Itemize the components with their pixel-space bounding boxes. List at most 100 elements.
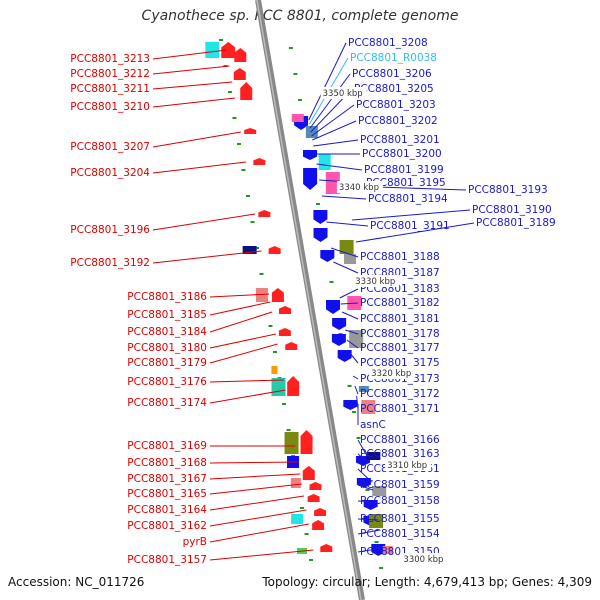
gene-label-right: PCC8801_3172 [360,388,440,400]
gene-block [339,240,354,254]
leader-line [339,288,359,299]
label-leaders [152,42,475,561]
gene-block [318,154,331,170]
backbone-line [255,0,365,600]
leader-line [357,547,384,553]
gene-label-right: PCC8801_3203 [356,99,436,111]
leader-line [357,484,374,491]
leader-line [357,500,376,503]
forward-gene [271,288,284,302]
leader-line [209,461,299,464]
leader-line [357,529,380,535]
kbp-bg [320,87,367,99]
kbp-label: 3310 kbp [387,461,427,471]
gene-label-right: PCC8801_3189 [476,217,556,229]
gene-label-right: PCC8801_3202 [358,115,438,127]
gene-label-left: PCC8801_3167 [127,473,207,485]
reverse-gene [313,210,328,224]
leader-line [209,293,269,298]
gene-label-left: PCC8801_3186 [127,291,207,303]
gene-label-left: PCC8801_3157 [127,554,207,566]
forward-gene [278,328,291,336]
gene-label-right: PCC8801_3158 [360,495,440,507]
gene-label-left: PCC8801_3176 [127,376,207,388]
leader-line [152,161,247,174]
gene-label-right: asnC [360,419,386,431]
reverse-gene [303,150,317,160]
reverse-gene [331,334,346,346]
leader-line [357,468,372,483]
gene-label-right: PCC8801_3195 [366,177,446,189]
gene-label-right: PCC8801_3178 [360,328,440,340]
gene-label-right: PCC8801_3159 [360,479,440,491]
forward-gene [234,48,247,62]
reverse-gene [337,350,352,362]
gene-label-right: PCC8801_3200 [362,148,442,160]
kbp-label: 3340 kbp [339,183,379,193]
kbp-label: 3320 kbp [371,369,411,379]
gene-label-right: PCC8801_3182 [360,297,440,309]
reverse-gene [363,500,378,510]
leader-line [333,261,359,274]
kbp-bg [385,459,432,471]
reverse-gene [343,400,358,410]
kbp-bg [369,367,416,379]
leader-line [321,195,367,200]
gene-block [255,288,268,302]
reverse-gene [313,228,328,242]
gene-label-right: PCC8801_3177 [360,342,440,354]
gene-block [366,452,381,460]
gene-block [290,478,301,488]
leader-line [152,81,233,90]
gene-block [382,546,393,554]
leader-line [352,209,471,221]
gene-label-left: PCC8801_3196 [70,224,150,236]
leader-line [209,343,278,364]
gene-label-left: PCC8801_3179 [127,357,207,369]
gene-labels: PCC8801_3213PCC8801_3212PCC8801_3211PCC8… [70,37,555,566]
leader-line [312,120,357,141]
leader-line [209,549,314,561]
gene-label-left: PCC8801_3180 [127,342,207,354]
forward-gene [268,246,281,254]
leader-line [326,221,369,227]
genome-title: Cyanothece sp. PCC 8801, complete genome [141,8,459,24]
leader-line [152,65,230,75]
kbp-label: 3330 kbp [355,277,395,287]
leader-line [340,302,359,305]
gene-label-right: PCC8801_3155 [360,513,440,525]
forward-gene [309,482,322,490]
gene-label-right: PCC8801_3163 [360,448,440,460]
leader-line [209,301,271,316]
leader-line [152,97,236,108]
leader-line [209,333,276,349]
forward-gene [300,430,313,454]
forward-gene [244,128,257,134]
gene-label-right: PCC8801_3171 [360,403,440,415]
leader-line [352,375,359,380]
gene-label-left: PCC8801_3165 [127,488,207,500]
forward-gene [253,158,266,165]
forward-gene [240,82,253,100]
gene-label-left: PCC8801_3192 [70,257,150,269]
gene-block [305,126,318,138]
gene-block [361,400,376,414]
gene-label-right: PCC8801_3154 [360,528,440,540]
leader-line [330,247,359,258]
leader-line [209,473,301,480]
gene-label-left: PCC8801_3164 [127,504,207,516]
reverse-gene [320,250,335,262]
forward-gene [302,466,315,480]
leader-line [209,379,284,383]
gene-block [358,386,369,392]
forward-gene [285,342,298,350]
accession-label: Accession: NC_011726 [8,575,145,589]
leader-line [357,518,379,521]
gene-label-right: PCC8801_3205 [354,83,434,95]
gene-label-right: PCC8801_3166 [360,434,440,446]
leader-line [152,213,256,231]
gene-label-left: PCC8801_3184 [127,326,207,338]
gene-block [242,246,257,254]
gene-label-right: PCC8801_R0038 [350,52,437,64]
